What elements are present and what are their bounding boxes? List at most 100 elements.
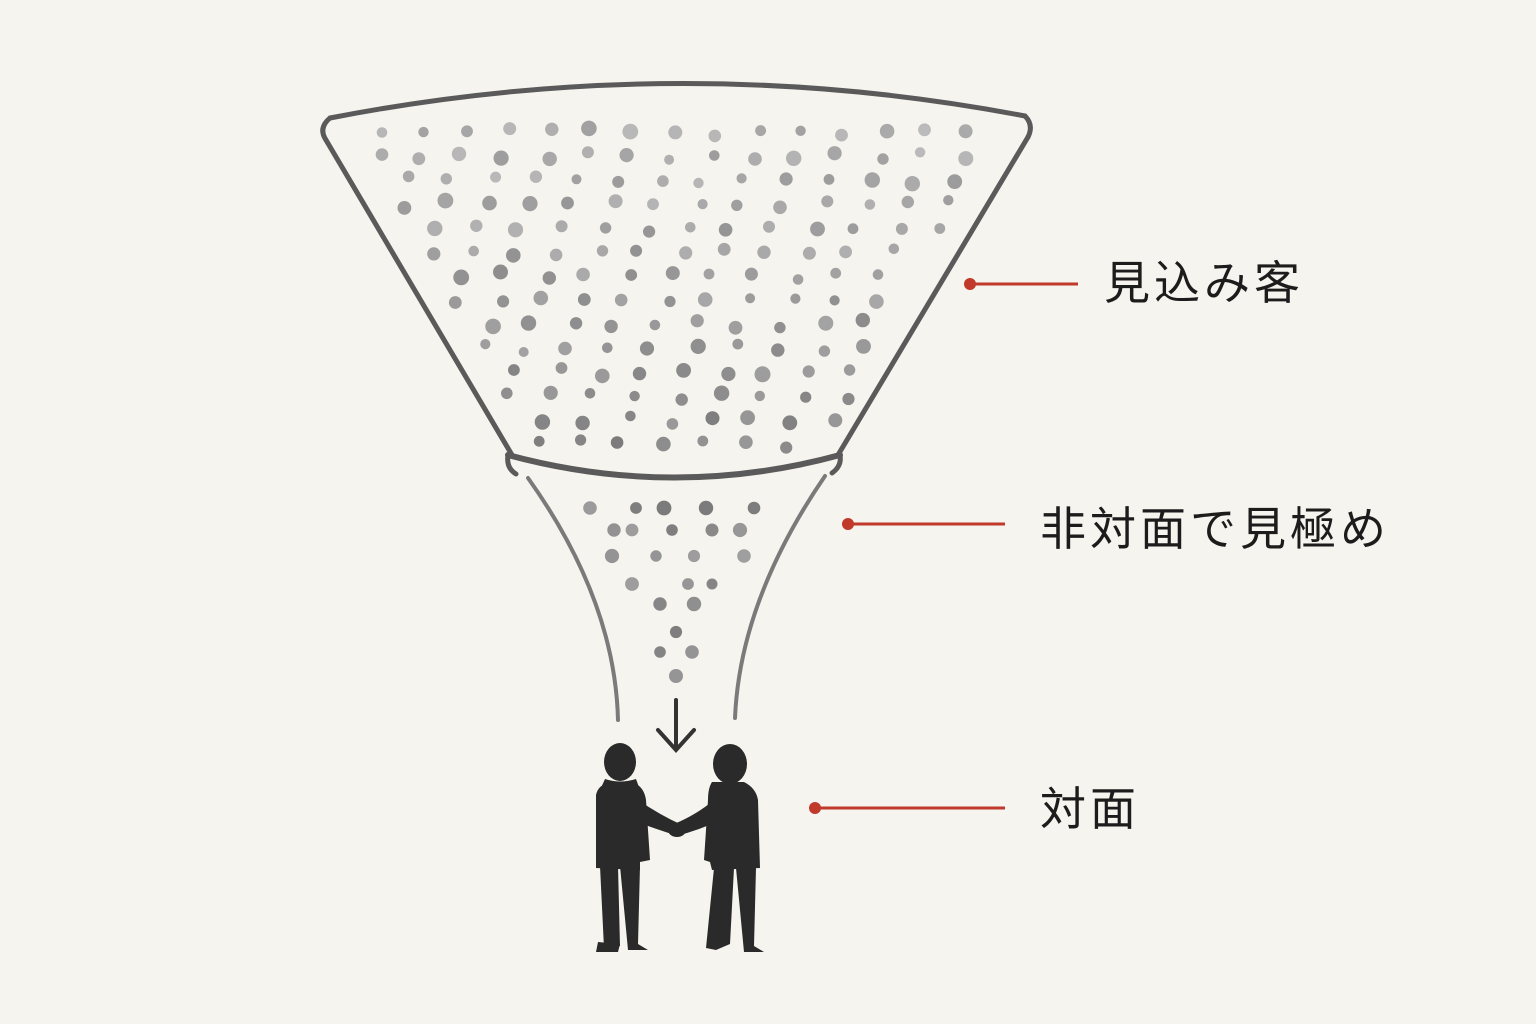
- prospect-dot: [427, 247, 441, 261]
- prospect-dot: [697, 292, 713, 307]
- prospect-dot: [542, 271, 556, 285]
- prospect-dot: [782, 415, 798, 431]
- prospect-dot: [690, 338, 706, 354]
- prospect-dot: [818, 345, 831, 357]
- prospect-dot: [802, 365, 815, 378]
- prospect-dot: [575, 415, 590, 431]
- prospect-dot: [792, 274, 804, 285]
- prospect-dot: [629, 390, 640, 402]
- prospect-dot: [664, 154, 675, 165]
- prospect-dot: [614, 293, 628, 307]
- prospect-dot: [697, 435, 709, 447]
- prospect-dot: [821, 195, 834, 208]
- prospect-dot: [685, 222, 696, 233]
- prospect-dot: [497, 295, 510, 308]
- prospect-dot: [693, 177, 704, 189]
- prospect-dot: [622, 123, 639, 140]
- prospect-dot: [649, 319, 661, 331]
- prospect-dot: [828, 413, 843, 428]
- prospect-dot: [508, 364, 520, 376]
- prospect-dot: [418, 126, 429, 138]
- prospect-dot: [675, 393, 688, 406]
- prospect-dot: [755, 125, 767, 137]
- prospect-dot: [697, 199, 708, 210]
- funnel-rim-right-corner: [1022, 113, 1033, 140]
- prospect-dot: [545, 122, 559, 136]
- prospect-dot: [599, 222, 612, 234]
- prospect-dot: [468, 245, 480, 257]
- prospect-dot: [795, 125, 806, 136]
- funnel-outline: [320, 81, 1033, 722]
- prospect-dot: [773, 200, 787, 215]
- prospect-dot: [703, 268, 715, 280]
- prospect-dot: [485, 318, 501, 335]
- prospect-dot: [412, 152, 426, 166]
- prospect-dot: [736, 173, 747, 184]
- prospect-dot: [581, 146, 594, 159]
- prospect-dot: [608, 194, 623, 209]
- prospect-dot: [823, 174, 835, 185]
- connector-in-person: [809, 802, 1005, 814]
- prospect-dot: [943, 195, 954, 206]
- prospect-dot: [584, 388, 596, 399]
- prospect-dot: [656, 436, 671, 452]
- label-in-person: 対面: [1040, 782, 1140, 836]
- prospect-dot: [571, 174, 582, 185]
- prospect-dot: [718, 223, 733, 237]
- prospect-dot: [625, 410, 636, 422]
- funnel-middle-band: [505, 452, 843, 481]
- prospect-dot: [740, 410, 755, 426]
- prospect-dot: [835, 128, 848, 142]
- prospect-dot: [503, 122, 517, 136]
- prospect-dot: [397, 201, 412, 215]
- prospect-dot: [888, 243, 900, 255]
- prospect-dot: [482, 195, 497, 211]
- prospect-dots: [375, 120, 974, 683]
- prospect-dot: [520, 315, 537, 331]
- prospect-dot: [879, 123, 895, 139]
- prospect-dot: [451, 146, 467, 162]
- prospect-dot: [682, 578, 694, 590]
- prospect-dot: [427, 220, 443, 237]
- prospect-dot: [576, 267, 590, 282]
- prospect-dot: [665, 266, 680, 281]
- prospect-dot: [630, 502, 642, 514]
- prospect-dot: [555, 362, 568, 374]
- prospect-dot: [632, 366, 647, 381]
- prospect-dot: [690, 314, 704, 328]
- prospect-dot: [639, 341, 655, 356]
- funnel-rim: [327, 81, 1028, 121]
- prospect-dot: [402, 170, 415, 183]
- prospect-dot: [877, 153, 889, 165]
- prospect-dot: [669, 669, 683, 683]
- prospect-dot: [748, 152, 762, 166]
- funnel-neck-right: [733, 474, 827, 720]
- prospect-dot: [780, 441, 793, 454]
- prospect-dot: [555, 220, 568, 233]
- prospect-dot: [771, 343, 785, 357]
- prospect-dot: [653, 597, 667, 611]
- prospect-dot: [685, 645, 699, 659]
- prospect-dot: [666, 418, 679, 430]
- prospect-dot: [706, 578, 718, 590]
- prospect-dot: [542, 151, 557, 167]
- prospect-dot: [904, 176, 920, 192]
- prospect-dot: [490, 171, 502, 183]
- label-prospects: 見込み客: [1104, 256, 1304, 310]
- prospect-dot: [577, 293, 591, 306]
- prospect-dot: [732, 338, 744, 350]
- prospect-dot: [437, 192, 454, 209]
- prospect-dot: [656, 500, 672, 516]
- prospect-dot: [669, 625, 683, 639]
- prospect-dot: [790, 293, 801, 304]
- prospect-dot: [802, 246, 816, 260]
- prospect-dot: [757, 245, 771, 259]
- prospect-dot: [800, 391, 812, 403]
- prospect-dot: [522, 196, 538, 212]
- prospect-dot: [721, 366, 736, 382]
- prospect-dot: [901, 195, 914, 209]
- prospect-dot: [774, 321, 786, 334]
- funnel-rim-left-corner: [320, 115, 333, 143]
